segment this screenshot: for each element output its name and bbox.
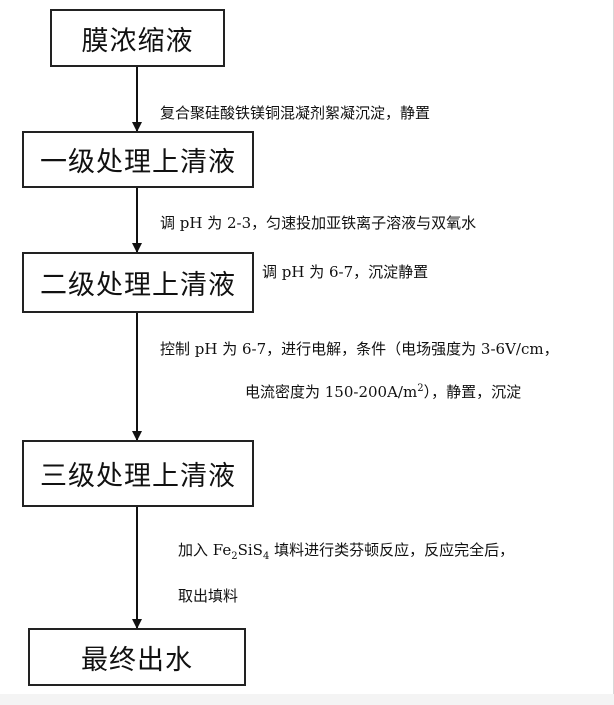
node-final-effluent: 最终出水 [28,628,246,686]
fenton-like-text-mid: SiS [237,541,263,559]
step-label-flocculation: 复合聚硅酸铁镁铜混凝剂絮凝沉淀，静置 [160,104,431,122]
node-tertiary-supernatant: 三级处理上清液 [22,440,254,507]
step-label-neutralize: 调 pH 为 6-7，沉淀静置 [262,263,429,281]
node-membrane-concentrate: 膜浓缩液 [50,9,225,67]
step-label-fenton-like: 加入 Fe2SiS4 填料进行类芬顿反应，反应完全后， [178,540,515,562]
fenton-like-text-b: 填料进行类芬顿反应，反应完全后， [269,541,515,559]
unit-superscript: 2 [417,383,424,394]
node-secondary-supernatant: 二级处理上清液 [22,252,254,313]
step-label-fenton-dosing: 调 pH 为 2-3，匀速投加亚铁离子溶液与双氧水 [160,214,477,232]
step-label-electrolysis: 控制 pH 为 6-7，进行电解，条件（电场强度为 3-6V/cm， [160,340,559,358]
step-label-current-density: 电流密度为 150-200A/m2），静置，沉淀 [245,382,521,402]
step-label-remove-filler: 取出填料 [178,587,239,605]
bottom-band [0,694,614,705]
current-density-text: 电流密度为 150-200A/m [245,383,418,401]
fenton-like-text-a: 加入 Fe [178,541,232,559]
node-primary-supernatant: 一级处理上清液 [22,131,254,188]
subscript-4: 4 [262,551,270,562]
current-density-tail: ），静置，沉淀 [423,383,522,401]
subscript-2: 2 [231,551,238,562]
